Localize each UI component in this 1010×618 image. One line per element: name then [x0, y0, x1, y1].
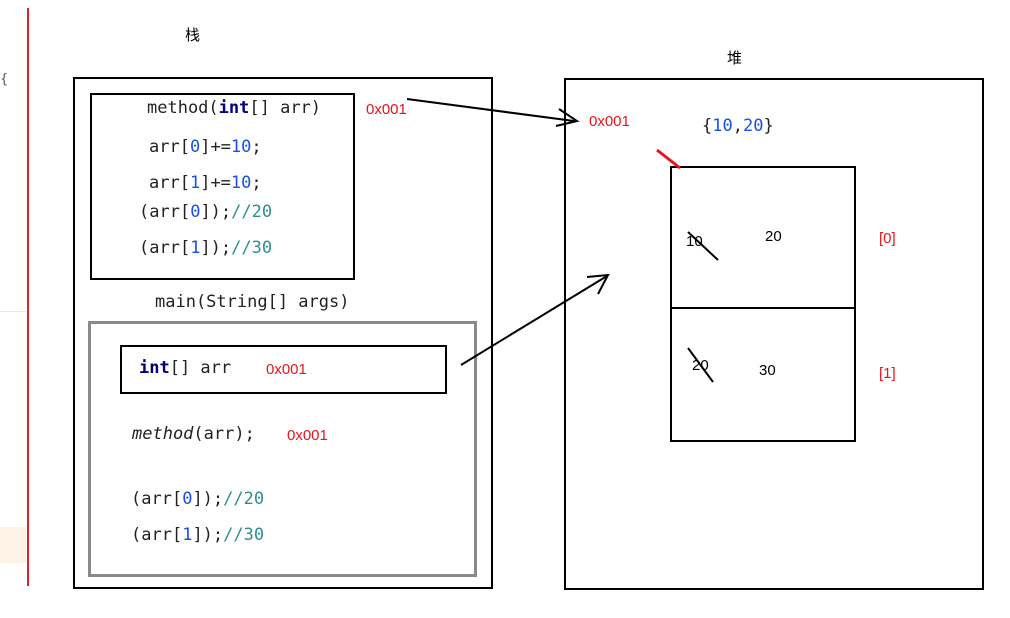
main-line-1: (arr[0]);//20	[131, 489, 265, 509]
method-line-3: (arr[0]);//20	[139, 202, 273, 222]
arr-variable-box	[120, 345, 447, 394]
cell1-new-value: 30	[759, 362, 776, 379]
main-frame	[88, 321, 477, 577]
method-signature: method(int[] arr)	[147, 98, 322, 118]
arr-declaration: int[] arr	[139, 358, 232, 378]
cell0-new-value: 20	[765, 228, 782, 245]
main-signature: main(String[] args)	[155, 292, 350, 312]
method-line-1: arr[0]+=10;	[149, 137, 262, 157]
array-cell-1	[670, 307, 856, 442]
method-call: method(arr);	[132, 424, 255, 444]
arr-address: 0x001	[266, 361, 307, 378]
sidebar-brace: {	[0, 72, 9, 87]
method-line-2: arr[1]+=10;	[149, 173, 262, 193]
heap-address: 0x001	[589, 113, 630, 130]
array-literal: {10,20}	[702, 116, 774, 136]
cell0-index: [0]	[879, 230, 896, 247]
method-line-4: (arr[1]);//30	[139, 238, 273, 258]
cell0-old-value: 10	[686, 233, 703, 250]
editor-separator	[0, 311, 27, 312]
cell1-old-value: 20	[692, 357, 709, 374]
main-line-2: (arr[1]);//30	[131, 525, 265, 545]
call-address: 0x001	[287, 427, 328, 444]
stack-label: 栈	[185, 26, 201, 44]
method-frame	[90, 93, 355, 280]
heap-label: 堆	[727, 49, 743, 67]
editor-margin-line	[27, 8, 29, 586]
cell1-index: [1]	[879, 365, 896, 382]
method-address: 0x001	[366, 101, 407, 118]
editor-highlight	[0, 527, 27, 563]
